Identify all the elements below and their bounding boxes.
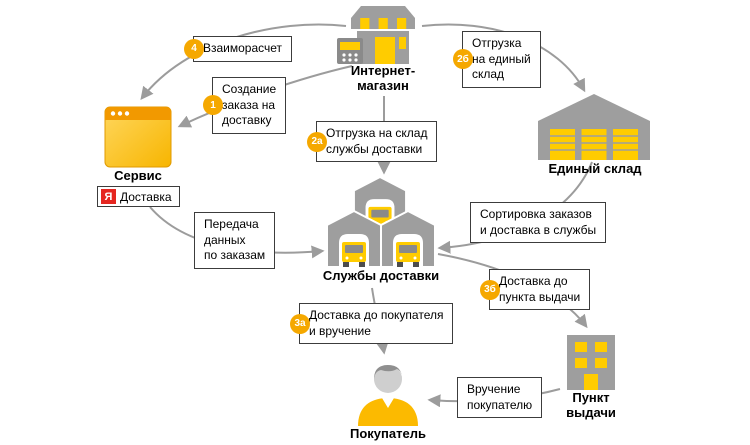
shop-icon	[337, 6, 415, 64]
step-number-badge: 1	[203, 95, 223, 116]
buyer-label: Покупатель	[350, 426, 426, 441]
step-number-badge: 3а	[290, 313, 310, 334]
service-node	[104, 106, 172, 168]
step-sorting: Сортировка заказов и доставка в службы	[470, 202, 607, 244]
step-number-badge: 2а	[307, 131, 327, 152]
warehouse-icon	[538, 94, 650, 160]
step-number-badge: 2б	[453, 49, 473, 70]
step-number-badge: 4	[184, 38, 204, 59]
pickup-label: Пункт выдачи	[566, 390, 616, 420]
couriers-node	[326, 176, 436, 268]
pickup-building-icon	[567, 335, 615, 390]
step-handover: Вручение покупателю	[457, 377, 543, 419]
yandex-delivery-badge: Я Доставка	[97, 186, 180, 207]
courier-building-icon	[380, 210, 436, 268]
service-label: Сервис	[114, 168, 162, 183]
warehouse-label: Единый склад	[548, 161, 642, 176]
step-data-transfer: Передача данных по заказам	[194, 212, 276, 269]
yandex-delivery-badge-text: Доставка	[120, 189, 172, 204]
step-number-badge: 3б	[480, 279, 500, 300]
couriers-label: Службы доставки	[322, 268, 440, 283]
warehouse-node	[538, 94, 650, 160]
shop-node	[337, 6, 429, 64]
courier-building-icon	[326, 210, 382, 268]
service-window-icon	[104, 106, 172, 168]
pickup-node	[564, 330, 618, 390]
buyer-node	[352, 356, 424, 426]
yandex-logo-icon: Я	[101, 189, 116, 204]
shop-label: Интернет- магазин	[350, 63, 416, 93]
buyer-icon	[358, 365, 418, 426]
